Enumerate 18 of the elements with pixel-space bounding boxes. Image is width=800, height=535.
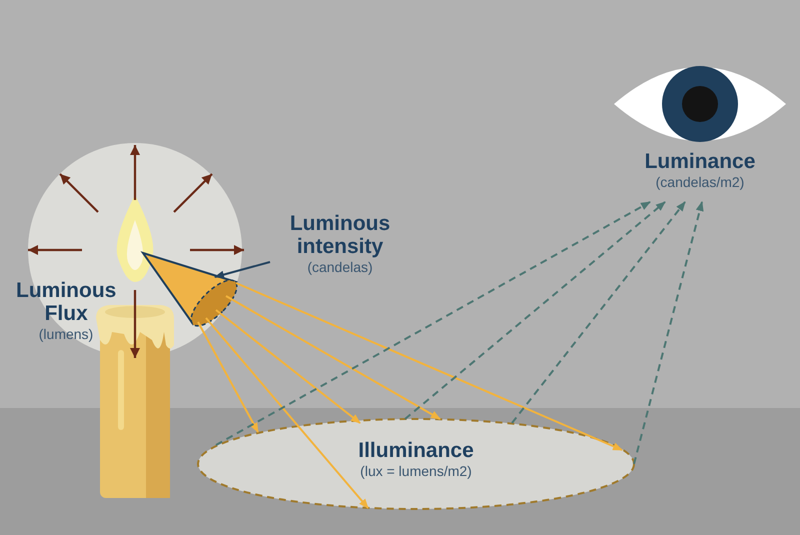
unit-label: (lux = lumens/m2)	[360, 462, 472, 480]
dashed-arrow	[216, 201, 651, 446]
heading-label: Luminance	[644, 150, 756, 173]
dashed-arrow	[511, 201, 686, 424]
heading-label: Luminous intensity	[288, 212, 392, 258]
leader-line	[214, 261, 270, 278]
light-ray-arrow	[236, 282, 623, 451]
dashed-arrow	[404, 201, 666, 420]
heading-label: Luminous Flux	[16, 279, 116, 325]
unit-label: (candelas/m2)	[656, 173, 744, 191]
dashed-arrow	[633, 201, 704, 464]
unit-label: (candelas)	[307, 258, 373, 276]
light-ray-arrow	[226, 295, 441, 420]
unit-label: (lumens)	[38, 325, 94, 343]
light-ray-arrow	[215, 309, 361, 424]
heading-label: Illuminance	[358, 439, 474, 462]
light-ray-arrow	[205, 317, 369, 509]
light-ray-arrow	[197, 322, 259, 433]
